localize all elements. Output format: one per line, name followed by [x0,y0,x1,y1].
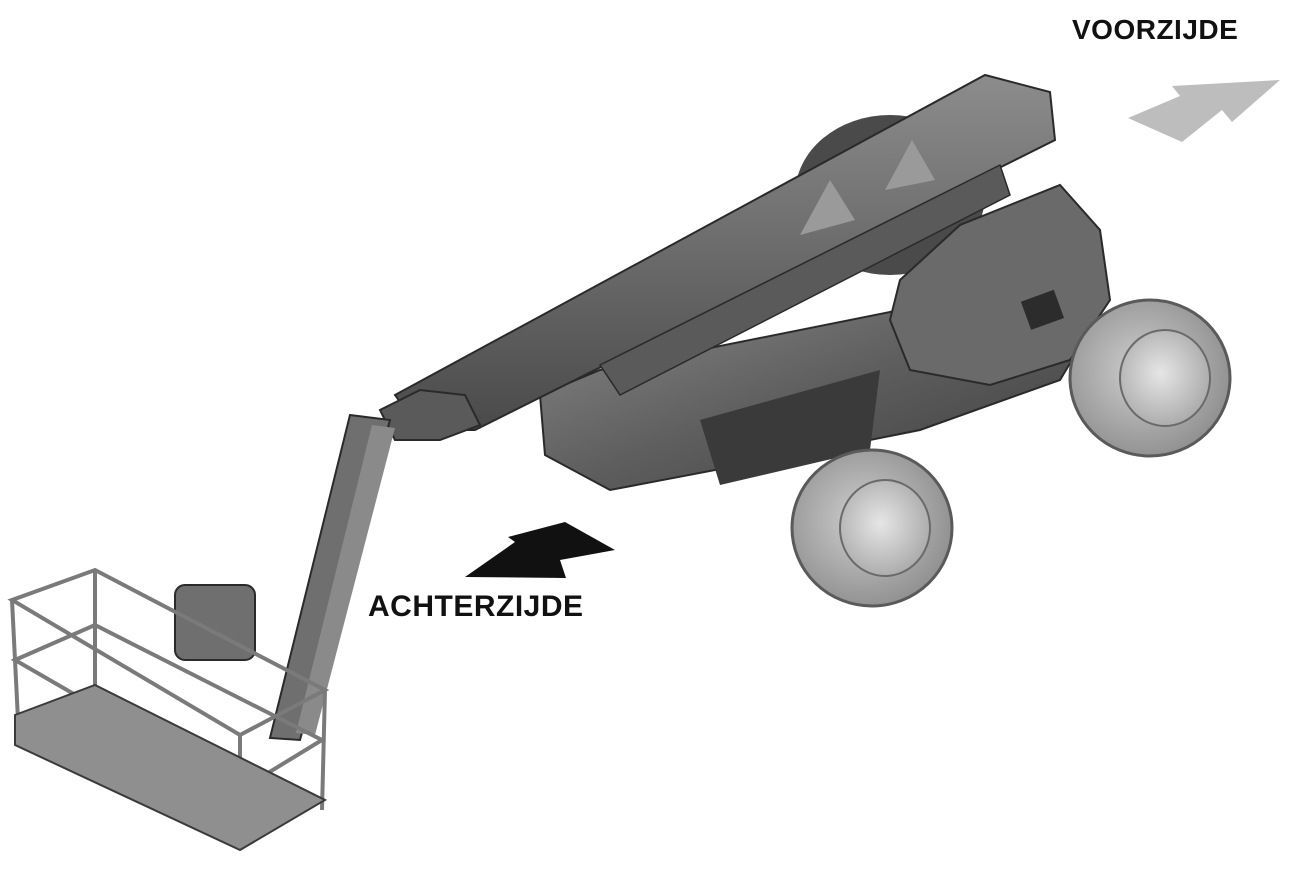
rear-direction-arrow [465,522,615,578]
boom-knuckle [378,388,482,441]
jib-arm-inner [296,425,395,735]
control-panel-icon [1020,289,1065,330]
front-label: VOORZIJDE [1072,14,1239,45]
main-boom-lower-section [598,163,1011,396]
front-direction-arrow [1128,80,1280,142]
rear-label: ACHTERZIJDE [368,590,584,623]
platform-floor [14,683,328,852]
chassis-front-block [700,370,880,485]
boom-bracket [800,180,855,235]
front-wheel [1068,298,1232,458]
boom-bracket [885,140,935,190]
rear-wheel [790,448,954,608]
